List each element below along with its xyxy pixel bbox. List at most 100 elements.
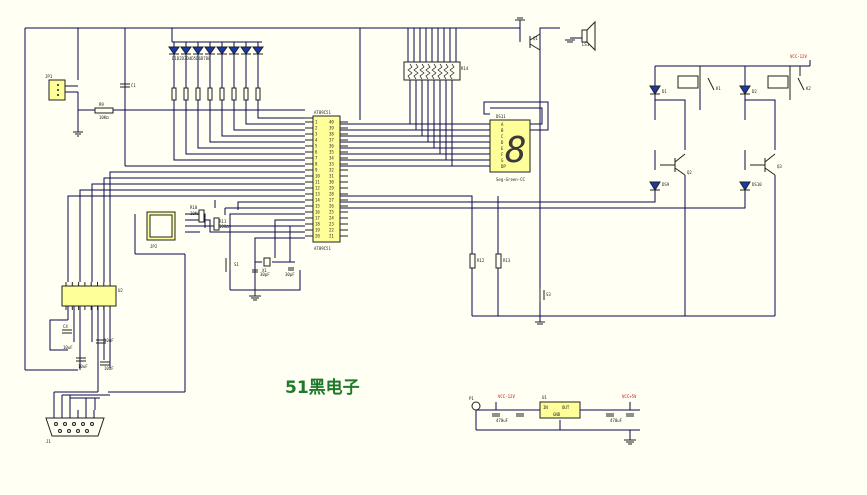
led-resistor [231, 87, 237, 101]
s3-label: S3 [546, 292, 551, 297]
mcu-pin-number: 23 [329, 222, 334, 227]
led-resistor [195, 87, 201, 101]
resistor-r13: R13 [495, 253, 511, 269]
led-resistor [207, 87, 213, 101]
mcu-at89c51: AT89C51 AT89C51 123456789101112131415161… [305, 110, 348, 251]
mcu-pin-number: 6 [315, 150, 318, 155]
mcu-pin-number: 4 [315, 138, 318, 143]
mcu-pin-number: 32 [329, 168, 334, 173]
u2-label: U2 [118, 288, 123, 293]
mcu-pin-number: 37 [329, 138, 334, 143]
vcc-5v-label: VCC+5V [622, 394, 637, 399]
ground-symbol-1 [73, 131, 83, 137]
led-diode [216, 46, 228, 55]
display-pin-label: D [501, 140, 504, 145]
display-pin-label: E [501, 146, 504, 151]
mcu-pin-number: 31 [329, 174, 334, 179]
r10-value: 10KΩ [190, 211, 200, 216]
u1-gnd: GND [553, 412, 561, 417]
connector-j1: J1 [45, 410, 105, 444]
mcu-pin-number: 39 [329, 126, 334, 131]
pack-resistor-element [425, 63, 431, 80]
led-resistor [255, 87, 261, 101]
led-diode [180, 46, 192, 55]
db9-pin [85, 429, 89, 433]
mcu-pin-number: 18 [315, 222, 320, 227]
pack-resistor-element [437, 63, 443, 80]
led-diode [168, 46, 180, 55]
display-digit: 8 [505, 130, 527, 171]
ls1-label: LS1 [582, 42, 590, 47]
pack-resistor-element [407, 63, 413, 80]
led-resistor [183, 87, 189, 101]
db9-pin [90, 422, 94, 426]
q1-label: Q1 [533, 36, 538, 41]
watermark-text: 51黑电子 [285, 377, 360, 398]
db9-pin [81, 422, 85, 426]
mcu-pin-number: 27 [329, 198, 334, 203]
mcu-pin-number: 1 [315, 120, 318, 125]
pack-resistor-element [443, 63, 449, 80]
c10-value: 470uF [610, 418, 623, 423]
db9-pin [63, 422, 67, 426]
r12-label: R12 [477, 258, 485, 263]
resistor-r9: R9 10KΩ [94, 102, 114, 120]
vcc-12v-label-1: VCC-12V [790, 54, 807, 59]
speaker-ls1: LS1 [581, 20, 596, 52]
resistor-r11: R11 10KΩ [213, 217, 229, 231]
mcu-pin-number: 26 [329, 204, 334, 209]
resistor-r10: R10 10KΩ [190, 205, 205, 223]
j1-label: J1 [46, 439, 51, 444]
led-array-label: D1D2D3D4D5D6D7D8 [172, 56, 211, 61]
jumper-jp2: JP2 [146, 211, 176, 249]
x1-label: X1 [262, 268, 267, 273]
mcu-pin-number: 20 [315, 234, 320, 239]
mcu-pin-number: 35 [329, 150, 334, 155]
k2-label: K2 [806, 86, 811, 91]
mcu-pin-number: 21 [329, 234, 334, 239]
k1-label: K1 [716, 86, 721, 91]
capacitor-c3: 30pF [285, 267, 295, 277]
db9-pin [76, 429, 80, 433]
mcu-pin-number: 15 [315, 204, 320, 209]
display-pin-label: DP [501, 164, 506, 169]
resistor-pack-r14: R14 [403, 61, 469, 81]
jumper-jp1: JP1 [45, 74, 66, 101]
mcu-pin-number: 19 [315, 228, 320, 233]
display-part: Seg-Green-CC [496, 177, 525, 182]
mcu-pin-number: 7 [315, 156, 318, 161]
mcu-part-label-bottom: AT89C51 [314, 246, 331, 251]
c4-value: 10uF [63, 345, 73, 350]
q2-label: Q2 [687, 170, 692, 175]
r9-value: 10KΩ [99, 115, 109, 120]
led-diode [204, 46, 216, 55]
db9-pin [67, 429, 71, 433]
ds10-label: DS10 [752, 182, 762, 187]
mcu-pin-number: 5 [315, 144, 318, 149]
ground-symbol-q1 [515, 17, 575, 43]
display-ref: DS11 [496, 114, 506, 119]
mcu-pin-number: 36 [329, 144, 334, 149]
display-pin-label: B [501, 128, 504, 133]
u1-in: IN [543, 405, 548, 410]
mcu-pin-number: 29 [329, 186, 334, 191]
r9-label: R9 [99, 102, 104, 107]
mcu-pin-number: 14 [315, 198, 320, 203]
led-diode [240, 46, 252, 55]
led-resistor [219, 87, 225, 101]
mcu-pin-number: 33 [329, 162, 334, 167]
led-resistor [171, 87, 177, 101]
mcu-pin-number: 40 [329, 120, 334, 125]
c2-value: 30pF [260, 272, 270, 277]
r11-value: 10KΩ [219, 224, 229, 229]
pack-resistor-element [449, 63, 455, 80]
pack-resistor-element [431, 63, 437, 80]
r10-label: R10 [190, 205, 198, 210]
mcu-pin-number: 38 [329, 132, 334, 137]
relay-section: D1 K1 D2 K2 VCC-12V DS9 DS10 Q2 Q3 [649, 54, 811, 191]
c1-label: C1 [131, 83, 136, 88]
c7-value: 10uF [104, 366, 114, 371]
